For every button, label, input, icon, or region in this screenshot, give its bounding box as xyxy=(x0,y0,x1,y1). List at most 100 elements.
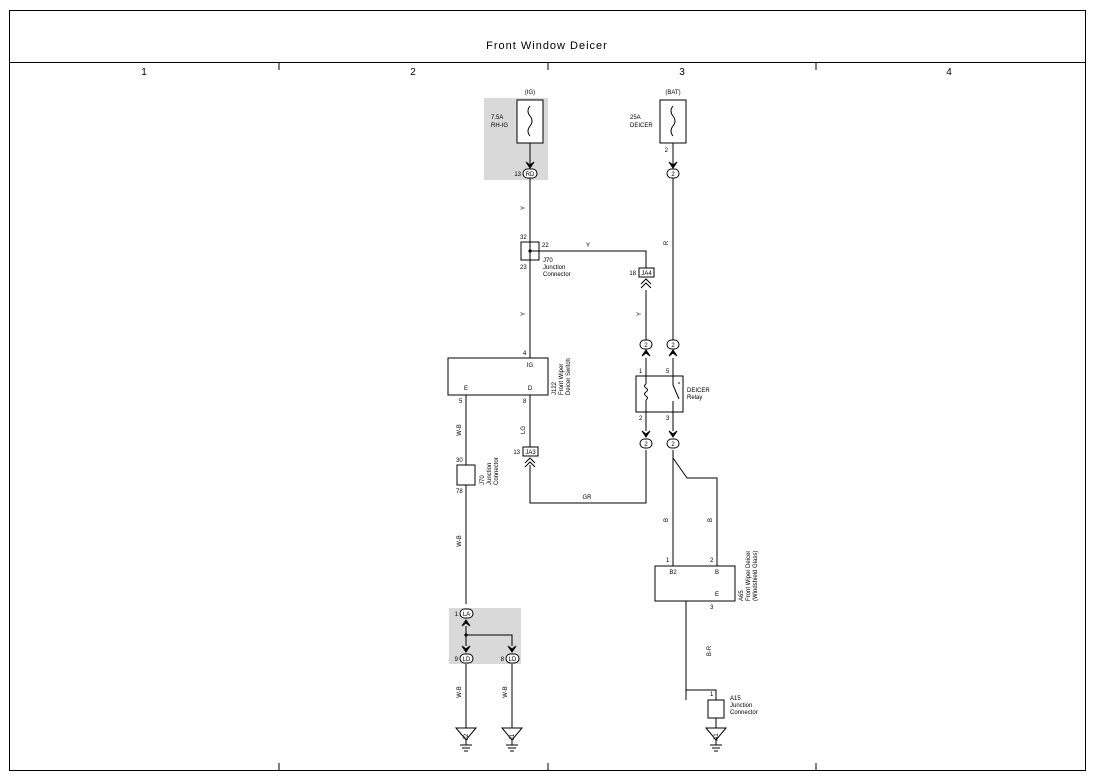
junction-j70-bottom: 30 78 J70 Junction Connector xyxy=(456,457,500,495)
column-ruler: 1 2 3 4 xyxy=(141,63,952,770)
relay-pin-3: 3 xyxy=(666,416,670,422)
junction-j70-bottom-line1: Junction xyxy=(487,463,493,485)
wire-label-a65-e: B-R xyxy=(707,645,713,656)
connector-ld-left xyxy=(459,653,474,664)
connector-ja3-chevron-icon xyxy=(524,457,536,468)
fuse-bat-rating: 25A xyxy=(630,115,641,121)
junction-j70-top-id: J70 xyxy=(543,258,553,264)
junction-j70-bottom-box xyxy=(456,464,476,486)
relay-connector-1-label: 2 xyxy=(644,343,648,349)
fuse-bat-name: DEICER xyxy=(630,123,653,129)
fuse-ig: (IG) 7.5A RH-IG RD 13 xyxy=(484,90,548,180)
switch-j122-pin-e: 5 xyxy=(459,399,463,405)
column-label-3: 3 xyxy=(679,67,685,78)
fuse-ig-terminal-icon xyxy=(525,161,535,169)
wire-label-gnd-right: W-B xyxy=(503,686,509,698)
relay-pin-2: 2 xyxy=(639,416,643,422)
junction-a15-box xyxy=(707,699,725,719)
relay-connector-3 xyxy=(639,438,653,449)
fuse-bat-element-icon xyxy=(670,105,676,137)
connector-bat-2-label: 2 xyxy=(671,172,675,178)
junction-a15-id: A15 xyxy=(730,696,741,702)
fuse-ig-rating: 7.5A xyxy=(491,115,503,121)
junction-a15-pin: 1 xyxy=(710,692,714,698)
relay-connector-2-label: 2 xyxy=(671,343,675,349)
relay-top-connectors: 2 2 xyxy=(639,339,680,357)
deicer-a65-term-b2: B2 xyxy=(669,570,677,576)
relay-sub: Relay xyxy=(687,395,702,401)
diagram-title: Front Window Deicer xyxy=(486,40,608,52)
ground-a1: A1 xyxy=(704,727,728,752)
junction-j70-top-pin-bottom: 23 xyxy=(520,265,527,271)
switch-j122-term-e: E xyxy=(464,386,468,392)
connector-ld-left-icon xyxy=(461,645,471,653)
wire-label-gnd-left: W-B xyxy=(457,686,463,698)
ground-a1-label: A1 xyxy=(714,733,720,741)
fuse-ig-name: RH-IG xyxy=(491,123,508,129)
junction-j70-bottom-pin-top: 30 xyxy=(456,458,463,464)
wire-label-switch-d: LG xyxy=(521,426,527,434)
wire-color-labels: Y Y Y Y R W-B LG GR W-B B B B-R W-B W-B xyxy=(457,206,714,698)
fuse-ig-source: (IG) xyxy=(525,90,535,96)
ground-j1-icon xyxy=(500,727,524,741)
ground-junction-block: LA 1 LD 9 LD 8 xyxy=(449,608,521,664)
connector-rd-label: RD xyxy=(526,172,535,178)
switch-j122-term-d: D xyxy=(528,386,533,392)
relay-connector-1-icon xyxy=(641,349,651,357)
switch-j122-pin-ig: 4 xyxy=(523,351,527,357)
junction-j70-bottom-id: J70 xyxy=(480,475,486,485)
junction-j70-bottom-pin-bottom: 78 xyxy=(456,489,463,495)
connector-ja4-box xyxy=(638,267,655,278)
junction-j70-top-pin-top: 32 xyxy=(520,235,527,241)
switch-j122-id: J122 xyxy=(552,381,558,395)
deicer-a65-id: A65 xyxy=(739,590,745,601)
connector-ja3-pin: 13 xyxy=(513,450,520,456)
fuse-bat-pin: 2 xyxy=(665,148,669,154)
connector-ld-right-label: LD xyxy=(509,657,517,663)
switch-j122-term-ig: IG xyxy=(527,363,534,369)
relay-deicer-box xyxy=(635,375,684,413)
relay-connector-2 xyxy=(666,339,680,350)
deicer-a65-line1: Front Wiper Deicer xyxy=(746,551,752,601)
ground-j1: J1 xyxy=(500,727,524,752)
connector-ld-left-label: LD xyxy=(463,657,471,663)
relay-connector-4-icon xyxy=(668,430,678,438)
wire-label-b-right: B xyxy=(708,518,714,522)
column-label-2: 2 xyxy=(410,67,416,78)
fuse-bat: (BAT) 25A DEICER 2 2 xyxy=(630,90,687,179)
switch-j122-line2: Deicer Switch xyxy=(566,358,572,395)
wire-label-j70-down: Y xyxy=(521,312,527,316)
connector-ja4-pin: 18 xyxy=(629,271,636,277)
relay-pin-1: 1 xyxy=(639,369,643,375)
connector-ja3-label: JA3 xyxy=(525,450,536,456)
connector-ja4-chevron-icon xyxy=(640,278,652,289)
junction-j70-top: 32 22 23 J70 Junction Connector xyxy=(520,235,571,278)
relay-connector-4 xyxy=(666,438,680,449)
connector-ja4: JA4 18 xyxy=(629,267,655,289)
switch-j122-box xyxy=(447,357,549,396)
ground-a1-icon xyxy=(704,727,728,741)
wire-label-gr: GR xyxy=(583,495,593,501)
connector-ld-left-pin: 9 xyxy=(455,657,459,663)
relay-connector-4-label: 2 xyxy=(671,442,675,448)
ground-j2: J2 xyxy=(454,727,478,752)
connector-ja4-label: JA4 xyxy=(641,271,652,277)
fuse-bat-terminal-icon xyxy=(668,161,678,169)
relay-coil-icon xyxy=(644,376,648,412)
junction-j70-top-line2: Connector xyxy=(543,272,571,278)
wire-label-b-left: B xyxy=(664,518,670,522)
connector-ld-right-pin: 8 xyxy=(501,657,505,663)
wire-label-bat-down: R xyxy=(664,240,670,245)
deicer-a65-term-e: E xyxy=(715,592,719,598)
junction-a15-line1: Junction xyxy=(730,703,752,709)
relay-bottom-connectors: 2 2 xyxy=(639,430,680,449)
wire-label-ja4-down: Y xyxy=(637,312,643,316)
relay-connector-2-icon xyxy=(668,349,678,357)
deicer-a65-box xyxy=(654,565,736,602)
connector-la-label: LA xyxy=(463,612,470,618)
fuse-bat-source: (BAT) xyxy=(665,90,680,96)
fuse-ig-element-icon xyxy=(527,105,533,137)
deicer-a65-pin-3: 3 xyxy=(710,605,714,611)
relay-connector-3-icon xyxy=(641,430,651,438)
relay-name: DEICER xyxy=(687,388,710,394)
